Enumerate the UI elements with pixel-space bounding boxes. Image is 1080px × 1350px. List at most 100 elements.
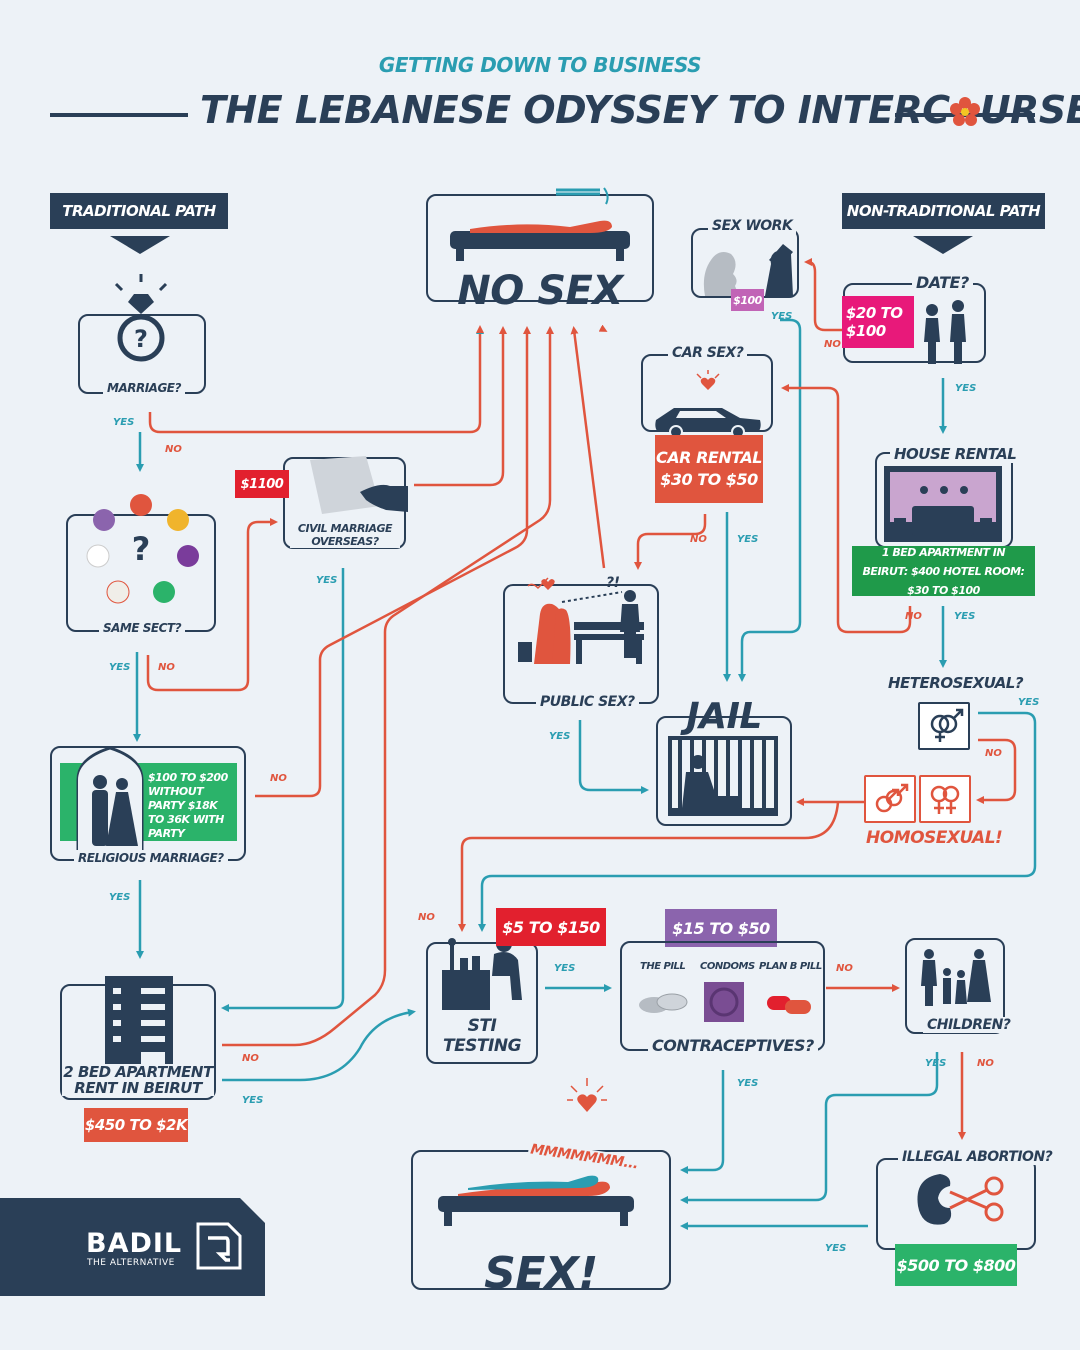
public-sex-label: PUBLIC SEX? — [536, 694, 639, 710]
public-glyph: ?! — [606, 575, 620, 591]
kicker: GETTING DOWN TO BUSINESS — [378, 53, 702, 77]
date-label: DATE? — [912, 273, 973, 292]
logo-tagline: THE ALTERNATIVE — [87, 1258, 175, 1268]
date-yes: YES — [955, 383, 977, 394]
edge-hetero-yes — [478, 711, 1037, 932]
civil-yes: YES — [316, 575, 338, 586]
traditional-chevron — [110, 236, 170, 254]
edge-marriage-no — [148, 326, 484, 434]
lesbian-symbol-icon — [930, 785, 960, 814]
couple-bed-icon — [438, 1175, 634, 1226]
marriage-yes: YES — [113, 417, 135, 428]
public-bench-icon — [518, 577, 644, 664]
marriage-no: NO — [165, 444, 182, 455]
children-node — [905, 938, 1005, 1034]
zzz-icon — [556, 187, 609, 205]
pill-label: THE PILL — [640, 961, 686, 972]
abortion-price: $500 TO $800 — [895, 1244, 1017, 1286]
apartment-no: NO — [242, 1053, 259, 1064]
homosexual-label: HOMOSEXUAL! — [866, 828, 1003, 848]
date-price: $20 TO $100 — [842, 296, 914, 348]
logo-name: BADIL — [86, 1228, 183, 1259]
flower-icon — [949, 92, 980, 126]
car-rental-price: CAR RENTAL $30 TO $50 — [655, 435, 763, 503]
heart-burst-icon — [567, 1078, 607, 1112]
traditional-path-banner: TRADITIONAL PATH — [50, 193, 228, 229]
sleeping-bed-icon — [450, 220, 630, 261]
wedding-couple-icon — [76, 746, 144, 850]
edge-date-no — [804, 258, 842, 332]
edge-hetero-no — [976, 738, 1017, 804]
condoms-label: CONDOMS — [700, 961, 755, 972]
religious-marriage-label: RELIGIOUS MARRIAGE? — [74, 851, 228, 865]
jail-cell-icon — [668, 736, 778, 816]
civil-marriage-label: CIVIL MARRIAGE OVERSEAS? — [290, 522, 400, 548]
gay-symbol-icon — [875, 783, 909, 813]
sect-yes: YES — [109, 662, 131, 673]
non-traditional-chevron — [913, 236, 973, 254]
edge-apt-no — [222, 326, 554, 1047]
edge-public-no — [570, 326, 606, 569]
edge-house-no — [781, 384, 912, 634]
car-sex-label: CAR SEX? — [668, 345, 748, 361]
sex-work-label: SEX WORK — [708, 218, 797, 234]
no-sex-node — [426, 194, 654, 302]
svg-text:?: ? — [134, 325, 148, 353]
hetero-yes: YES — [1018, 697, 1040, 708]
title-rule-left — [50, 113, 188, 117]
svg-text:?: ? — [132, 530, 151, 568]
dating-couple-icon — [924, 300, 966, 364]
apartment-label: 2 BED APARTMENT RENT IN BEIRUT — [62, 1063, 214, 1097]
children-yes: YES — [925, 1058, 947, 1069]
heterosexual-label: HETEROSEXUAL? — [888, 674, 1024, 692]
heart-icon — [696, 370, 720, 390]
hetero-no: NO — [985, 748, 1002, 759]
religious-yes: YES — [109, 892, 131, 903]
car-icon — [655, 408, 761, 439]
building-icon — [105, 976, 173, 1068]
edge-civil-no — [414, 326, 507, 487]
fetus-scissors-icon — [917, 1174, 1004, 1225]
religious-price: $100 TO $200 WITHOUT PARTY $18K TO 36K W… — [148, 771, 228, 840]
civil-price: $1100 — [235, 470, 289, 498]
planb-label: PLAN B PILL — [759, 961, 822, 972]
jail-node — [656, 716, 792, 826]
children-label: CHILDREN? — [923, 1017, 1015, 1033]
logo-panel — [0, 1198, 265, 1296]
same-sect-label: SAME SECT? — [99, 621, 186, 635]
house-yes: YES — [954, 611, 976, 622]
edge-apt-yes — [222, 1008, 416, 1082]
religious-no: NO — [270, 773, 287, 784]
sex-work-yes: YES — [771, 311, 793, 322]
edge-homo-sti — [458, 801, 840, 932]
no-sex-label: NO SEX — [457, 268, 623, 314]
public-yes: YES — [549, 731, 571, 742]
edge-public-yes — [578, 720, 649, 794]
contra-yes: YES — [737, 1078, 759, 1089]
sect-no: NO — [158, 662, 175, 673]
apartment-price: $450 TO $2K — [84, 1108, 188, 1142]
edge-contra-yes — [680, 1070, 725, 1174]
pill-icon — [639, 993, 688, 1013]
family-icon — [921, 949, 991, 1006]
contra-no: NO — [836, 963, 853, 974]
jail-label: JAIL — [686, 696, 762, 737]
sti-label: STI TESTING — [440, 1016, 524, 1056]
edge-civil-yes — [221, 568, 345, 1012]
house-rental-label: HOUSE RENTAL — [890, 445, 1021, 463]
children-no: NO — [977, 1058, 994, 1069]
marriage-label: MARRIAGE? — [103, 381, 185, 395]
hetero-symbol-icon — [930, 708, 964, 742]
sti-price: $5 TO $150 — [496, 908, 606, 946]
edge-sect-no — [146, 518, 278, 692]
car-yes: YES — [737, 534, 759, 545]
edge-sexwork-yes — [738, 318, 802, 682]
homo-female-box — [919, 775, 971, 823]
house-no: NO — [905, 611, 922, 622]
sect-symbols-icon: ? — [86, 494, 199, 604]
contraceptives-price: $15 TO $50 — [665, 909, 777, 947]
abortion-yes: YES — [825, 1243, 847, 1254]
bedroom-icon — [884, 466, 1002, 542]
signing-paper-icon — [310, 456, 408, 514]
